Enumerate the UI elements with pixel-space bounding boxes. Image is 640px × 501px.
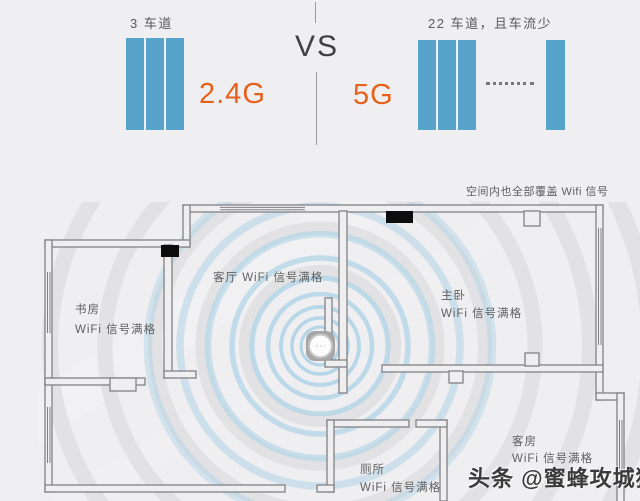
freq-2-4g-label: 2.4G xyxy=(199,78,266,110)
floorplan-walls xyxy=(44,204,625,501)
lane-bar xyxy=(126,38,144,130)
router-icon xyxy=(306,331,335,361)
ellipsis-dots xyxy=(486,82,534,85)
room-study-name: 书房 xyxy=(75,304,100,316)
room-guest-name: 客房 xyxy=(512,436,537,448)
access-point-icon xyxy=(161,211,413,257)
lane-bar xyxy=(438,40,456,130)
right-lanes-title: 22 车道，且车流少 xyxy=(428,16,553,31)
divider-line-top xyxy=(315,2,316,23)
freq-5g-label: 5G xyxy=(353,79,394,111)
room-toilet-status: WiFi 信号满格 xyxy=(360,482,442,494)
lane-bar xyxy=(418,40,436,130)
room-toilet-name: 厕所 xyxy=(360,464,385,476)
watermark-label: 头条 @蜜蜂攻城狮 xyxy=(468,466,640,491)
room-living-label: 客厅 WiFi 信号满格 xyxy=(213,272,324,284)
left-lanes-title: 3 车道 xyxy=(130,16,173,31)
lane-bar xyxy=(458,40,476,130)
divider-line-bottom xyxy=(316,72,317,145)
vs-label: VS xyxy=(295,30,340,63)
room-guest-status: WiFi 信号满格 xyxy=(512,453,594,465)
coverage-caption: 空间内也全部覆盖 Wifi 信号 xyxy=(466,186,609,198)
lane-bar xyxy=(546,40,565,130)
lane-bar xyxy=(166,38,184,130)
room-master-status: WiFi 信号满格 xyxy=(441,308,523,320)
lane-bar xyxy=(146,38,164,130)
room-master-name: 主卧 xyxy=(441,290,466,302)
window-marking xyxy=(47,206,623,472)
room-study-status: WiFi 信号满格 xyxy=(75,324,157,336)
